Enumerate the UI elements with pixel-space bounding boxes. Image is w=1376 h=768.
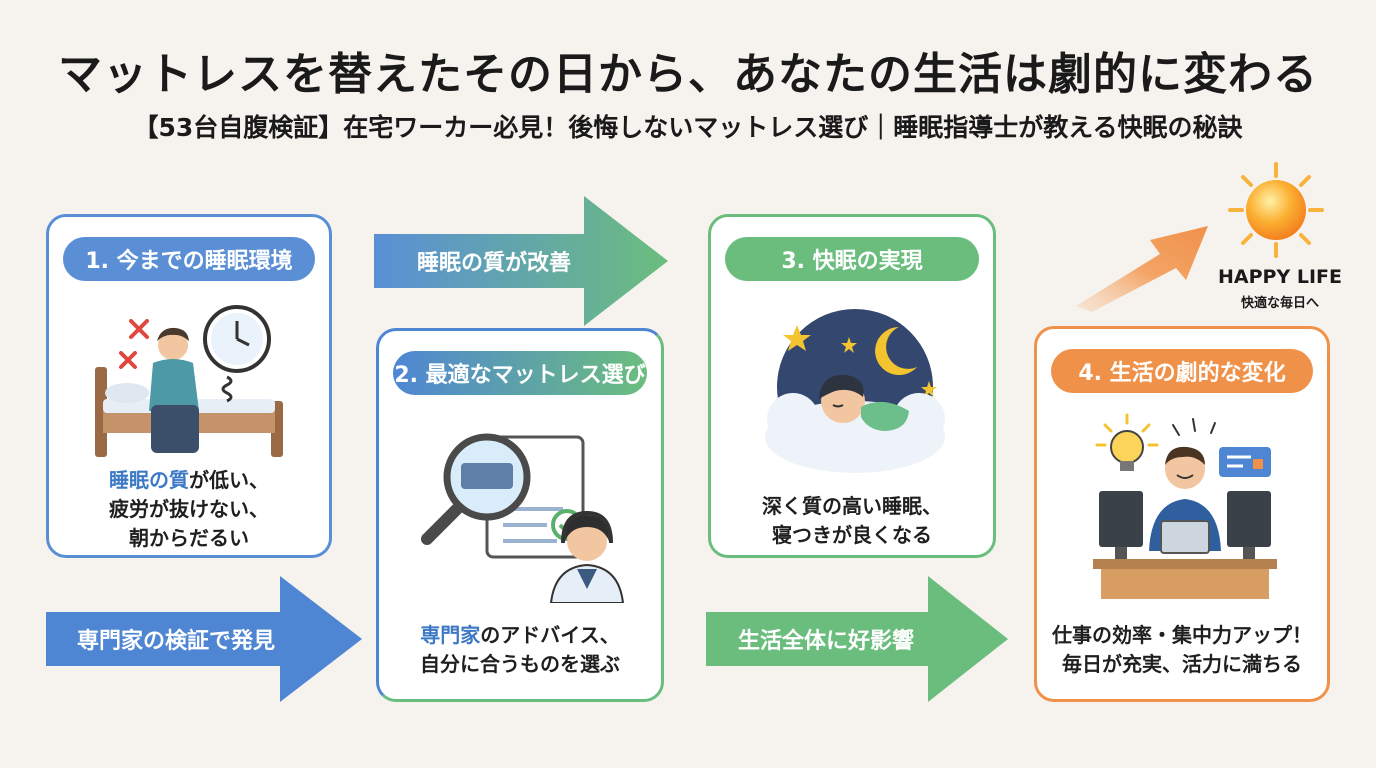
arrow-sleep-improve	[374, 196, 668, 326]
headset-operator-icon	[549, 510, 625, 603]
step-1-text: 睡眠の質が低い、 疲労が抜けない、 朝からだるい	[109, 468, 269, 550]
lightbulb-icon	[1095, 413, 1159, 471]
laptop-icon	[1160, 520, 1210, 554]
bed-scene	[95, 305, 283, 457]
sleeping-scene	[765, 309, 945, 473]
arrow-sleep-improve-label: 睡眠の質が改善	[416, 251, 571, 276]
step-2-highlight: 専門家	[420, 623, 481, 647]
step-2-text: 専門家のアドバイス、 自分に合うものを選ぶ	[420, 623, 620, 676]
working-scene	[1093, 413, 1277, 599]
step-3-text: 深く質の高い睡眠、 寝つきが良くなる	[762, 494, 942, 547]
step-card-1: 1. 今までの睡眠環境 睡眠の質が	[46, 214, 332, 558]
mattress-selection-scene	[421, 433, 625, 603]
moon-icon	[875, 327, 917, 375]
page-subtitle: 【53台自腹検証】在宅ワーカー必見！後悔しないマットレス選び｜睡眠指導士が教える…	[133, 113, 1243, 142]
magnifier-icon	[421, 433, 531, 545]
chat-bubble-icon	[1219, 447, 1271, 477]
step-1-highlight: 睡眠の質	[109, 468, 189, 492]
arrow-to-happy-life	[1076, 226, 1208, 312]
step-4-label: 4. 生活の劇的な変化	[1051, 349, 1313, 393]
monitor-icon	[1099, 491, 1271, 559]
cross-mark-icon	[119, 319, 149, 369]
page-title: マットレスを替えたその日から、あなたの生活は劇的に変わる	[58, 49, 1318, 100]
step-card-4: 4. 生活の劇的な変化	[1034, 326, 1330, 702]
sun-icon	[1228, 162, 1324, 258]
goal-title: HAPPY LIFE	[1218, 266, 1342, 288]
step-card-3: 3. 快眠の実現 深く質の高い睡眠、 寝つきが良くなる	[708, 214, 996, 558]
sleeping-person-icon	[819, 374, 909, 431]
step-card-2: 2. 最適なマットレス選び 専門家のアドバイス、	[376, 328, 664, 702]
step-4-text: 仕事の効率・集中力アップ！ 毎日が充実、活力に満ちる	[1052, 623, 1312, 676]
goal-subtitle: 快適な毎日へ	[1240, 296, 1319, 311]
clock-icon	[203, 305, 271, 373]
step-1-label: 1. 今までの睡眠環境	[63, 237, 315, 281]
arrow-expert-discovery-label: 専門家の検証で発見	[76, 629, 275, 654]
arrow-expert-discovery	[46, 576, 362, 702]
bed-icon	[95, 367, 283, 457]
step-3-label: 3. 快眠の実現	[725, 237, 979, 281]
step-2-label: 2. 最適なマットレス選び	[393, 351, 647, 395]
arrow-life-impact-label: 生活全体に好影響	[737, 629, 914, 654]
star-icon	[783, 325, 937, 397]
arrow-life-impact	[706, 576, 1008, 702]
tired-person-icon	[149, 327, 199, 453]
